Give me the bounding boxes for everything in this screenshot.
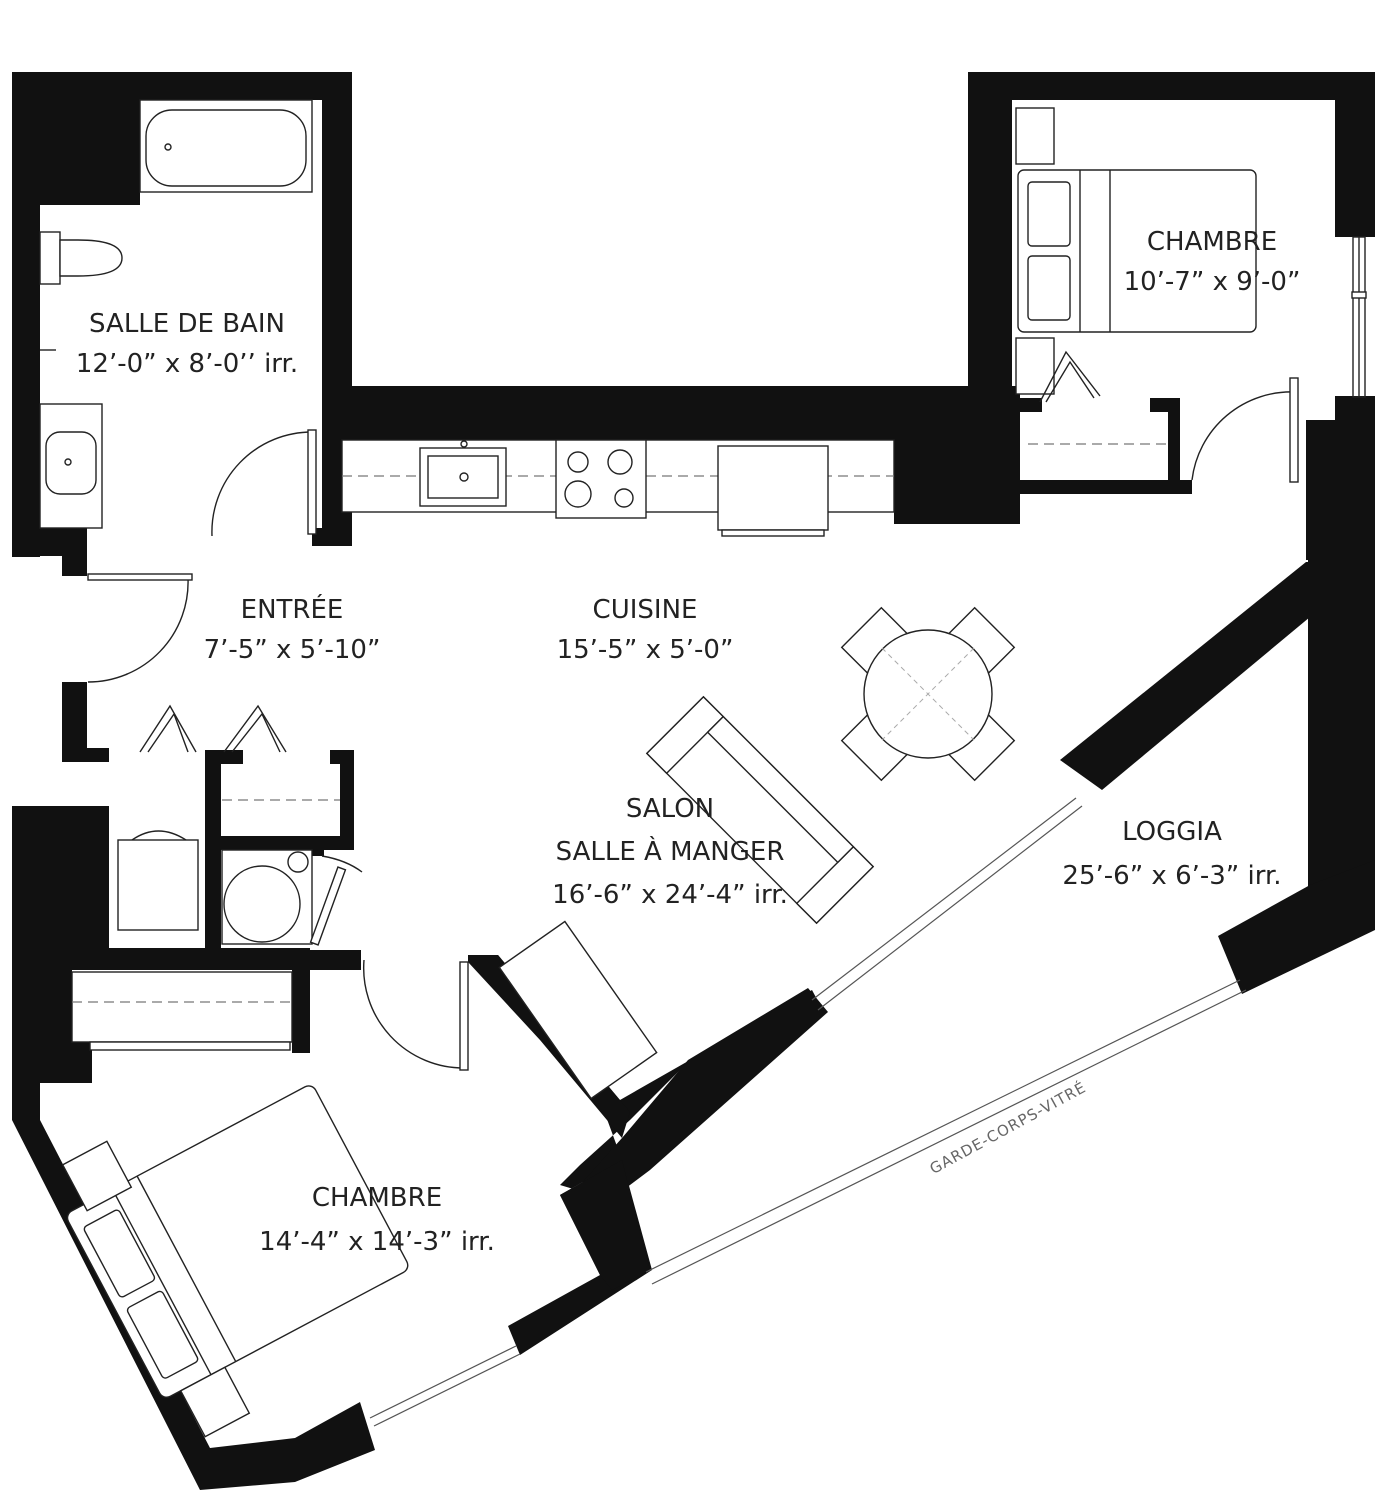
room-size: 15’-5” x 5’-0” — [556, 635, 734, 665]
room-label-loggia: LOGGIA 25’-6” x 6’-3” irr. — [1062, 810, 1281, 898]
room-size: 14’-4” x 14’-3” irr. — [259, 1227, 495, 1257]
room-label-bathroom: SALLE DE BAIN 12’-0” x 8’-0’’ irr. — [76, 304, 298, 384]
room-name: CHAMBRE — [311, 1183, 443, 1213]
glass-railing — [645, 979, 1247, 1285]
room-label-bedroom-bottom: CHAMBRE 14’-4” x 14’-3” irr. — [259, 1176, 495, 1264]
room-size: 25’-6” x 6’-3” irr. — [1062, 861, 1282, 891]
room-name: SALLE DE BAIN — [89, 309, 285, 339]
bedroom-bottom-furniture — [61, 1085, 409, 1438]
bedroom-top-furniture — [1015, 107, 1257, 445]
room-name: CHAMBRE — [1146, 227, 1278, 257]
room-size: 10’-7” x 9’-0” — [1123, 267, 1301, 297]
room-size: 12’-0” x 8’-0’’ irr. — [75, 349, 299, 379]
doors — [87, 377, 1299, 1071]
room-name: LOGGIA — [1122, 817, 1222, 847]
room-size: 16’-6” x 24’-4” irr. — [552, 880, 788, 910]
bathroom-fixtures — [39, 99, 313, 529]
room-size: 7’-5” x 5’-10” — [203, 635, 381, 665]
windows — [369, 236, 1367, 1427]
room-name-secondary: SALLE À MANGER — [555, 837, 785, 867]
room-name: ENTRÉE — [240, 595, 344, 625]
room-label-living: SALON SALLE À MANGER 16’-6” x 24’-4” irr… — [552, 788, 788, 917]
living-furniture — [498, 606, 1016, 1100]
room-name: CUISINE — [592, 595, 698, 625]
room-label-entrance: ENTRÉE 7’-5” x 5’-10” — [204, 590, 381, 670]
room-name: SALON — [625, 794, 715, 824]
room-label-kitchen: CUISINE 15’-5” x 5’-0” — [557, 590, 734, 670]
kitchen-counter — [341, 439, 895, 537]
room-label-bedroom-top: CHAMBRE 10’-7” x 9’-0” — [1124, 222, 1301, 302]
entrance-closets — [71, 704, 347, 1051]
walls — [12, 72, 1375, 1490]
